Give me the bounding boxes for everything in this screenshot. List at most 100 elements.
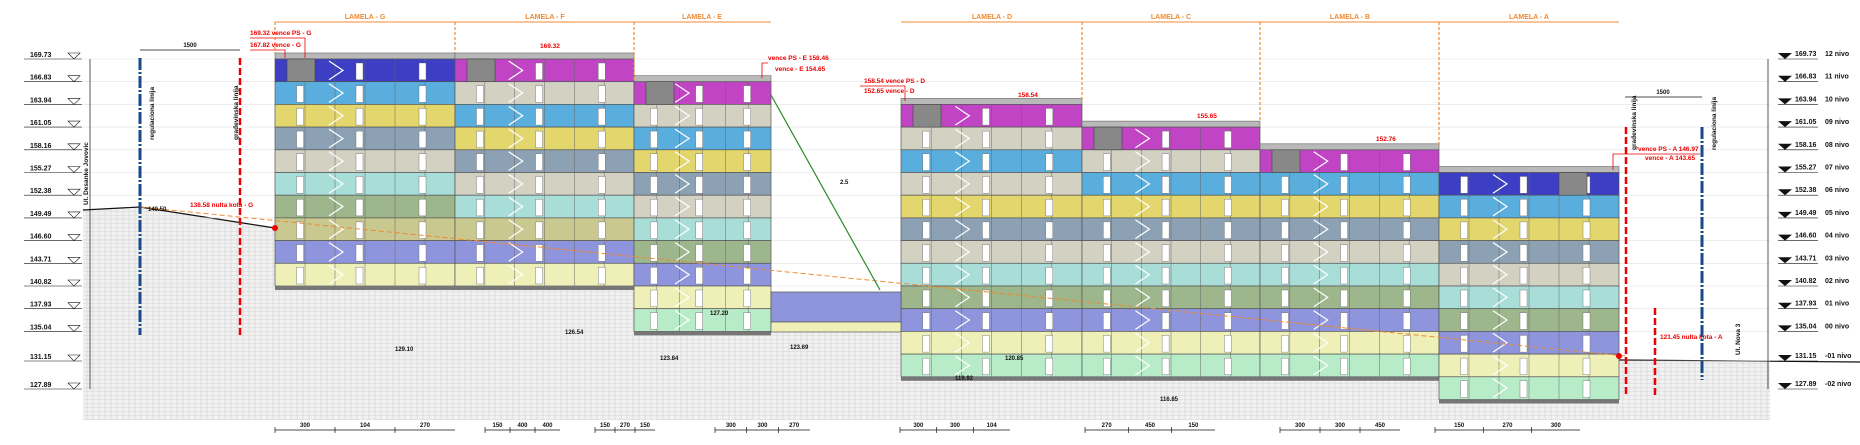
dimension-value: 300: [950, 423, 961, 429]
window: [695, 153, 703, 171]
level-triangle-icon: [67, 256, 81, 264]
window: [1340, 153, 1348, 171]
window: [1161, 153, 1170, 171]
window: [1519, 312, 1528, 330]
window: [982, 221, 990, 239]
level-triangle-icon: [1778, 355, 1792, 361]
roof-parapet: [1438, 166, 1620, 173]
window: [1402, 198, 1411, 217]
stair: [508, 105, 524, 126]
window: [922, 198, 930, 217]
nivo-label: 09 nivo: [1825, 119, 1849, 126]
window: [1460, 176, 1468, 194]
window: [296, 108, 304, 126]
level-label-left: 161.05: [30, 120, 52, 127]
g-vence: 167.82 vence - G: [250, 42, 301, 49]
window: [1045, 312, 1054, 330]
window: [1582, 221, 1591, 239]
window: [535, 108, 543, 126]
stair: [1135, 332, 1151, 353]
window: [743, 221, 751, 239]
window: [296, 244, 304, 262]
window: [1582, 267, 1591, 285]
window: [695, 289, 703, 307]
g-nulta-kota: 138.58 nulta kota - G: [190, 202, 253, 209]
window: [355, 176, 364, 194]
dimension-value: 300: [913, 423, 924, 429]
b-roof-level: 152.76: [1376, 136, 1396, 143]
level-label-right: 146.60: [1795, 233, 1817, 240]
window: [598, 85, 606, 103]
stair: [1313, 310, 1329, 330]
level-triangle-icon: [67, 279, 81, 287]
window: [1224, 221, 1232, 239]
stair: [1313, 287, 1329, 308]
level-triangle-icon: [1778, 257, 1792, 264]
level-triangle-icon: [67, 166, 81, 173]
stair: [674, 105, 691, 126]
stair: [674, 83, 691, 103]
window: [1045, 244, 1054, 262]
window: [1460, 267, 1468, 285]
dimension-value: 104: [987, 423, 998, 429]
window: [1161, 130, 1170, 149]
level-label-right: 161.05: [1795, 119, 1817, 126]
stair: [674, 174, 691, 194]
window: [418, 62, 427, 80]
level-triangle-icon: [67, 302, 81, 310]
window: [1224, 153, 1232, 171]
window: [982, 108, 990, 126]
level-label-left: 140.82: [30, 279, 52, 286]
window: [650, 312, 658, 330]
lamela-c-label: LAMELA - C: [1151, 14, 1191, 21]
level-triangle-icon: [67, 143, 81, 151]
window: [922, 357, 930, 376]
window: [1519, 335, 1528, 353]
level-label-right: 140.82: [1795, 278, 1817, 285]
window: [1340, 335, 1348, 353]
window: [743, 153, 751, 171]
window: [1103, 198, 1111, 217]
window: [1103, 221, 1111, 239]
dimension-value: 300: [1295, 423, 1306, 429]
lamela-f: [454, 52, 635, 290]
stair: [674, 310, 691, 330]
dimension-value: 300: [1551, 423, 1562, 429]
stair: [954, 174, 971, 194]
level-label-right: 149.49: [1795, 210, 1817, 217]
level-label-right: 127.89: [1795, 381, 1817, 388]
connector-band: [770, 291, 902, 323]
window: [650, 289, 658, 307]
window: [1460, 357, 1468, 376]
window: [418, 108, 427, 126]
window: [1224, 312, 1232, 330]
spot-level: 127.20: [710, 311, 729, 317]
window: [1402, 221, 1411, 239]
window: [1340, 357, 1348, 376]
dimension-value: 104: [360, 423, 371, 429]
window: [535, 176, 543, 194]
window: [598, 130, 606, 149]
d-vence-ps: 158.54 vence PS - D: [864, 78, 925, 85]
window: [1224, 176, 1232, 194]
dimension-value: 300: [300, 423, 311, 429]
stair: [1313, 196, 1329, 217]
nivo-label: 00 nivo: [1825, 323, 1849, 330]
window: [355, 153, 364, 171]
lamela-e-label: LAMELA - E: [682, 14, 722, 21]
level-triangle-icon: [1778, 325, 1792, 332]
window: [1045, 176, 1054, 194]
window: [1460, 380, 1468, 398]
stair-core: [286, 58, 316, 83]
stair: [508, 219, 524, 240]
stair: [1135, 355, 1151, 376]
stair: [674, 287, 691, 308]
nivo-label: 10 nivo: [1825, 96, 1849, 103]
dimension-value: 270: [620, 423, 631, 429]
lamela-b: [1259, 143, 1440, 381]
